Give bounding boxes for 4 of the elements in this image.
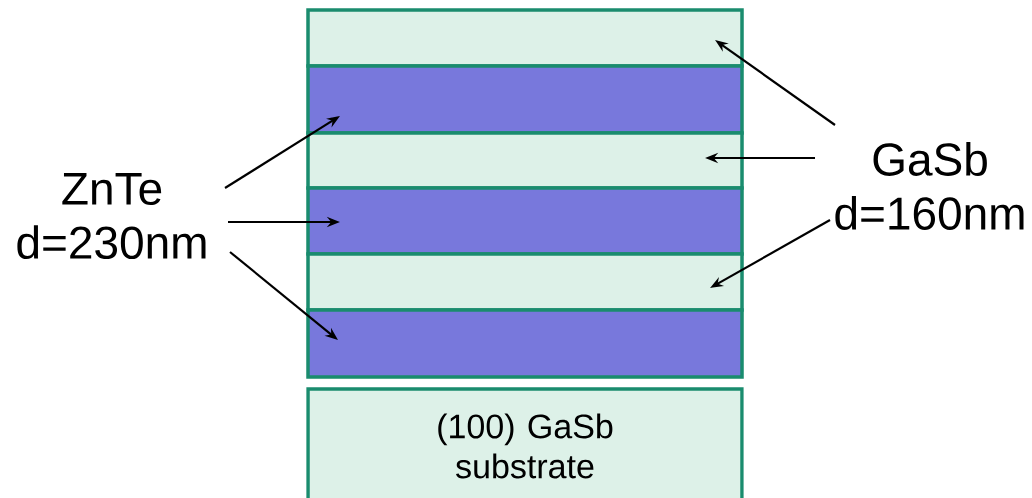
layer-bar — [306, 308, 744, 379]
layer-label: ZnTe d=230nm — [17, 172, 206, 260]
substrate-box: (100) GaSb substrate — [306, 387, 744, 498]
layer-label: GaSb d=160nm — [835, 142, 1024, 230]
